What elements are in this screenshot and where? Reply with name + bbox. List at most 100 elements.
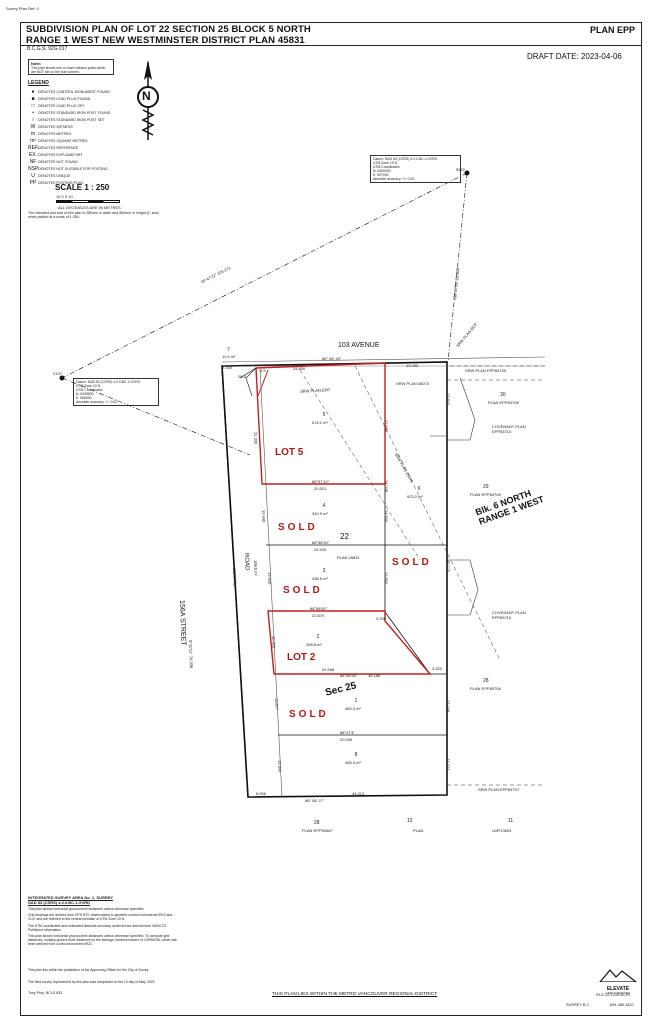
adjacent-29-number: 29 xyxy=(483,484,489,490)
lot-3-area: 336.5 m² xyxy=(312,576,328,581)
datum-line: E: 506900 xyxy=(76,396,92,400)
legend: LEGEND ●DENOTES CONTROL MONUMENT FOUND■D… xyxy=(28,80,148,186)
dim-left-w4: 15.920 xyxy=(271,636,277,649)
dim-top-len2: 13.400 xyxy=(406,363,419,368)
covenant-shape-2 xyxy=(448,559,479,616)
adjacent-28-plan: PLAN EPP83708 xyxy=(470,686,501,691)
corner-lot7 xyxy=(245,367,257,397)
legend-text: DENOTES CONTROL MONUMENT FOUND xyxy=(38,89,110,94)
dim-bottom-len: 44.313 xyxy=(352,791,365,796)
adjacent-28s-number: 28 xyxy=(314,820,320,826)
note-box: Note: This plan shows one or more witnes… xyxy=(28,59,114,75)
dim-west-bearing: 181°37'01" xyxy=(232,568,238,588)
legend-text: DENOTES UNIQUE xyxy=(38,173,71,178)
legend-symbol: m² xyxy=(30,137,36,144)
dim-corner-b: 28.5 xyxy=(238,374,246,379)
covenant-2-label: COVENANT PLAN EPP83710 xyxy=(492,610,526,620)
dim-road-width: 188.0 m² xyxy=(253,560,259,576)
monument-ne-label: 5922 xyxy=(456,167,465,172)
footer-city: SURREY B.C. xyxy=(566,1003,591,1007)
legend-text: DENOTES NOT FOUND xyxy=(38,159,78,164)
legend-text: DENOTES LEAD PLUG SET xyxy=(38,103,85,108)
dim-b3-len: 22.870 xyxy=(312,613,325,618)
legend-row: REF.DENOTES REFERENCE xyxy=(28,144,148,151)
datum-line: UTM Zone 10 N xyxy=(373,161,398,165)
avenue-line xyxy=(221,356,546,363)
legend-symbol: m xyxy=(30,130,36,137)
integrated-paragraph: The UTM coordinates and estimated absolu… xyxy=(28,923,167,932)
dim-right3: 13.249 xyxy=(446,700,451,713)
legend-symbol: □ xyxy=(31,102,35,109)
lot-7-number: 7 xyxy=(227,347,230,353)
srw-48073-label: SRW PLAN 48073 xyxy=(396,381,430,386)
lot-2-outline xyxy=(267,610,432,675)
logo-name: ELEVATE xyxy=(606,986,630,992)
dim-b5-len: 20.939 xyxy=(340,737,353,742)
datum-line: UTM Coordinates xyxy=(373,165,400,169)
lot-2-area: 398.8 m² xyxy=(306,642,322,647)
legend-symbol: W xyxy=(30,123,36,130)
legend-text: DENOTES LEAD PLUG FOUND xyxy=(38,96,91,101)
datum-line: Datum: NAD 83 (CSRS) 4.0.0.BC.1.GVRD xyxy=(373,157,438,161)
dim-mid2: 14.600 xyxy=(384,510,389,523)
company-logo: ELEVATE LAND SURVEYING xyxy=(598,968,638,995)
footer-phone: 604-385-2810 xyxy=(610,1003,634,1007)
lot-4-number: 4 xyxy=(322,503,326,509)
legend-text: DENOTES POSTING PLAN xyxy=(38,180,83,185)
dim-b1: 88°57'10" xyxy=(312,479,330,484)
lot-8-number: 8 xyxy=(354,752,358,758)
dim-west-street: 0°11'12" 70.308 xyxy=(188,640,194,669)
adjacent-11-number: 11 xyxy=(508,818,514,824)
legend-symbol: • xyxy=(32,109,34,116)
legend-row: □DENOTES LEAD PLUG SET xyxy=(28,102,148,109)
lot-7-area: 11.9 m² xyxy=(222,354,236,359)
road-label: ROAD xyxy=(243,553,250,571)
lot-4-area: 340.9 m² xyxy=(312,511,328,516)
integrated-title: INTEGRATED SURVEY AREA No. 1, SURREY xyxy=(28,895,114,900)
dim-left-w2: 15.440 xyxy=(261,510,267,523)
legend-symbol: PP xyxy=(29,179,37,186)
dim-top-len: 24.850 xyxy=(293,366,306,371)
dim-bottom-bearing: 88° 58' 27" xyxy=(305,798,325,803)
datum-line: E: 507000 xyxy=(373,173,389,177)
dim-left-w1: 21.330 xyxy=(253,432,259,445)
dim-left-w5: 11.877 xyxy=(274,698,280,711)
datum-line: Absolute accuracy: +/- 0.02 xyxy=(76,400,118,404)
dim-right1: 13.810 xyxy=(446,393,451,406)
overlay-sold-lot-4: SOLD xyxy=(278,522,318,533)
datum-line: N: 5449900 xyxy=(76,392,94,396)
lot-22-label: 22 xyxy=(340,532,349,541)
overlay-sold-lot-1: SOLD xyxy=(289,709,329,720)
legend-text: DENOTES SQUARE METRES xyxy=(38,138,88,143)
legend-symbol: ○ xyxy=(31,116,35,123)
legend-row: ○DENOTES STANDARD IRON POST SET xyxy=(28,116,148,123)
legend-row: ■DENOTES LEAD PLUG FOUND xyxy=(28,95,148,102)
legend-symbol: NF xyxy=(29,158,37,165)
dim-b4-len2: 20.968 xyxy=(322,667,335,672)
legend-text: DENOTES METRES xyxy=(38,131,72,136)
srw-east-1-label: SRW PLAN EPP83705 xyxy=(465,368,507,373)
covenant-1-label: COVENANT PLAN EPP83710 xyxy=(492,424,526,434)
adjacent-28-number: 28 xyxy=(483,678,489,684)
dim-bottom-left: 6.096 xyxy=(256,791,267,796)
datum-line: Absolute accuracy: +/- 0.03 xyxy=(373,177,415,181)
dim-mid3: 13.800 xyxy=(384,572,389,585)
integrated-sub: NAD 83 (CSRS) 4.0.0.BC.1.GVRD xyxy=(28,900,91,905)
legend-text: DENOTES EXPLANATORY xyxy=(38,152,83,157)
dim-mid1: 24.038 xyxy=(384,480,389,493)
bcgs-number: B.C.G.S. 92G.017 xyxy=(27,46,68,52)
corner-tie xyxy=(239,367,257,379)
plan-frame xyxy=(20,22,642,1016)
dim-b1-len: 20.921 xyxy=(314,486,327,491)
legend-symbol: ● xyxy=(31,88,35,95)
overlay-sold-lot-6: SOLD xyxy=(392,557,432,568)
legend-symbol: ■ xyxy=(31,95,35,102)
north-letter: N xyxy=(142,89,151,103)
plan-45831-label: PLAN 45831 xyxy=(337,555,360,560)
monument-w-icon xyxy=(59,375,65,381)
